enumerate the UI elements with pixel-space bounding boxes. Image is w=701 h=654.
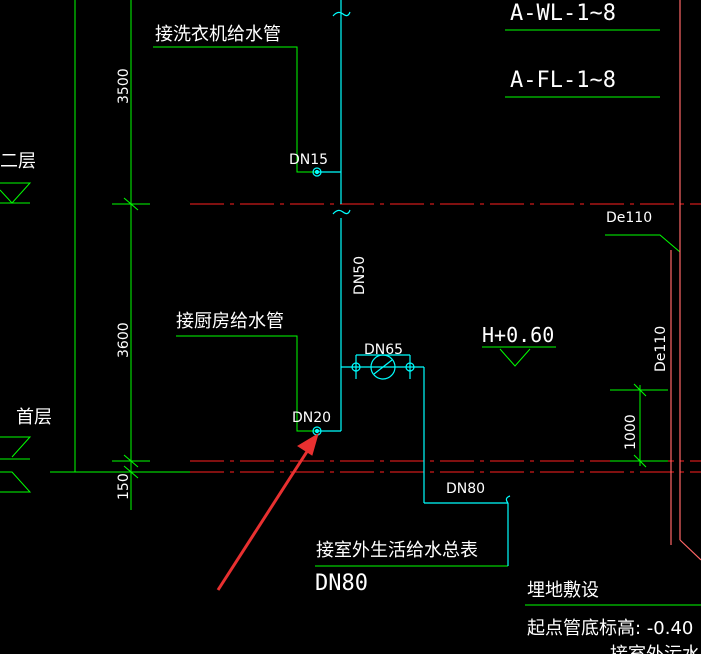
drain-pipe <box>670 0 701 561</box>
label-buried: 埋地敷设 <box>527 580 599 601</box>
size-dn65: DN65 <box>364 342 403 358</box>
size-dn20: DN20 <box>292 410 331 426</box>
size-dn80-large: DN80 <box>315 571 368 596</box>
size-dn15: DN15 <box>289 152 328 168</box>
label-second-floor: 二层 <box>0 151 36 172</box>
label-outdoor-main-meter: 接室外生活给水总表 <box>316 540 478 561</box>
size-de110-vertical: De110 <box>653 326 669 372</box>
pipe-id-wl: A-WL-1~8 <box>510 1 616 26</box>
label-bottom-cut: 接室外污水井 <box>610 644 701 654</box>
size-de110-top: De110 <box>606 210 652 226</box>
label-start-elevation: 起点管底标高: -0.40 <box>527 618 693 639</box>
red-arrow <box>216 432 319 591</box>
pipe-id-fl: A-FL-1~8 <box>510 68 616 93</box>
size-dn80-small: DN80 <box>446 481 485 497</box>
label-wash-machine-pipe: 接洗衣机给水管 <box>155 24 281 45</box>
dim-3600: 3600 <box>116 322 132 358</box>
elevation-h060: H+0.60 <box>482 323 554 347</box>
dim-1000: 1000 <box>623 414 639 450</box>
green-structure-lines <box>0 0 701 606</box>
dim-3500: 3500 <box>116 68 132 104</box>
water-pipes <box>312 0 511 566</box>
size-dn50: DN50 <box>352 256 368 295</box>
label-first-floor: 首层 <box>16 407 52 428</box>
dim-150: 150 <box>116 473 132 500</box>
label-kitchen-pipe: 接厨房给水管 <box>176 311 284 332</box>
